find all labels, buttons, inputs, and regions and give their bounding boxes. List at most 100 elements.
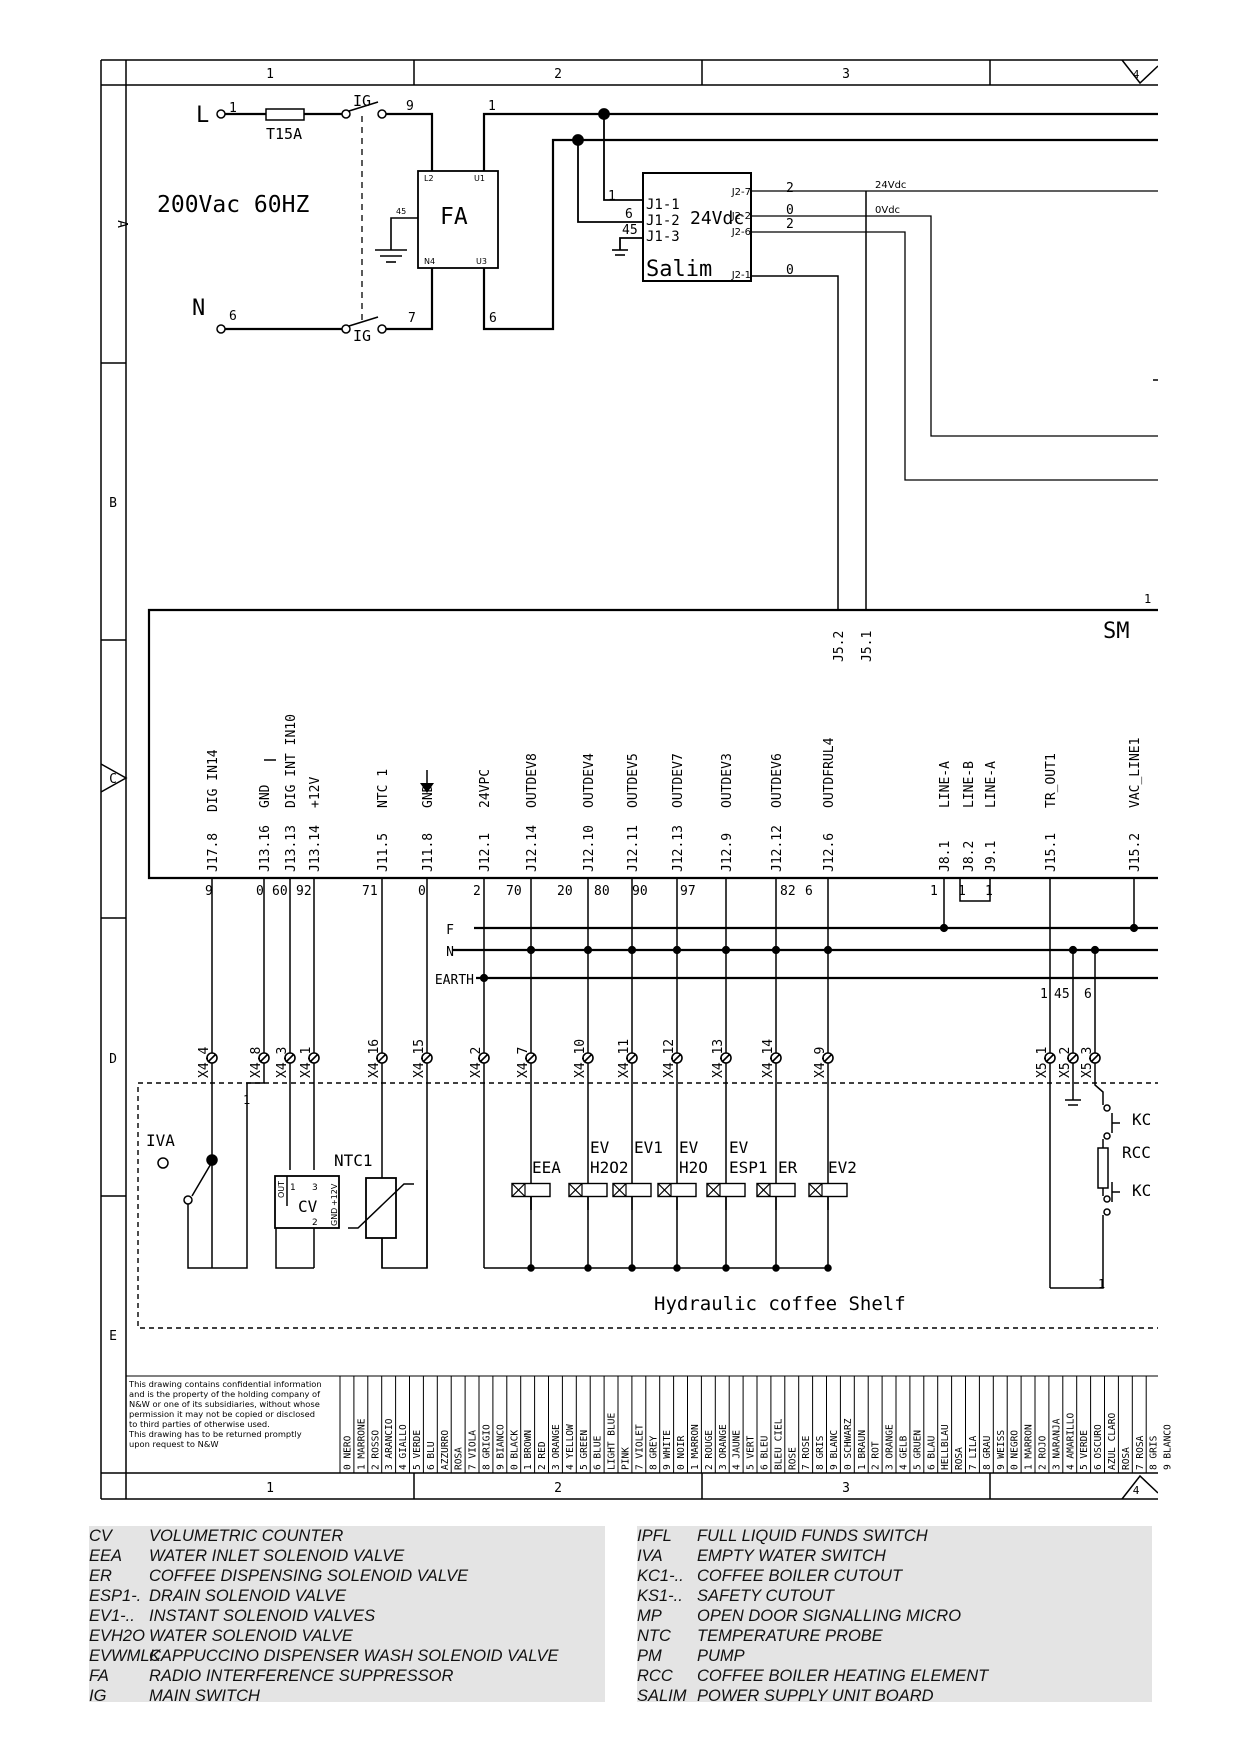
colour-table-cell: 5 GRUEN [912,1430,923,1470]
switch-pin-7: 7 [408,311,416,326]
confidential-line-2: and is the property of the holding compa… [129,1389,321,1399]
confidential-line-1: This drawing contains confidential infor… [128,1379,322,1389]
sm-connector-signal: OUTDEV4 [582,753,597,808]
legend-code: EV1-.. [89,1607,135,1625]
sm-connector-pin: J9.1 [984,841,999,872]
confidential-line-7: upon request to N&W [129,1439,219,1449]
legend-description: MAIN SWITCH [149,1687,260,1705]
bus-n-label: N [446,945,454,960]
sm-connector-pin: J8.2 [962,841,977,872]
sm-board [147,608,1158,880]
colour-table-cell: 6 BLAU [926,1435,937,1470]
legend-description: SAFETY CUTOUT [697,1587,834,1605]
sm-connector-wire: 2 [473,884,481,899]
colour-table-cell: 3 ORANGE [718,1424,729,1470]
legend-code: EVH2O [89,1627,145,1645]
salim-out-wire-1: 2 [786,181,794,196]
colour-table-cell: ROSA [454,1447,465,1470]
colour-table-cell: 6 OSCURO [1093,1424,1104,1470]
colour-table-cell: 5 GREEN [579,1430,590,1470]
sm-connector-pin: J12.1 [478,833,493,872]
colour-table-cell: 8 GRIS [815,1435,826,1470]
terminal-label: X4.10 [573,1039,588,1078]
sm-connector-signal: NTC 1 [376,769,391,808]
colour-table-cell: PINK [621,1447,632,1470]
colour-table-cell: ROSA [1121,1447,1132,1470]
ntc1-probe [348,1170,428,1269]
sm-name: SM [1103,619,1130,644]
ev1-label: EV1 [634,1138,663,1157]
terminal-label: X4.8 [249,1047,264,1078]
legend-row: KS1-..SAFETY CUTOUT [637,1586,1152,1606]
cv-pin-out: OUT [277,1181,286,1198]
frame-col-4-top: 4 [1133,68,1140,81]
sm-connector-wire: 1 [958,884,966,899]
neutral-label: N [192,296,205,321]
sm-connector-signal: OUTDEV5 [626,753,641,808]
fa-suppressor [375,112,1158,331]
colour-table-cell: 8 GRIS [1149,1435,1160,1470]
legend-description: TEMPERATURE PROBE [697,1627,883,1645]
ntc1-label: NTC1 [334,1151,373,1170]
colour-table-cell: 0 BLACK [509,1430,520,1470]
salim-voltage: 24Vdc [690,208,744,229]
terminal-label: X4.9 [813,1047,828,1078]
sm-connector-signal: OUTDEV7 [671,753,686,808]
sm-connector-pin: J8.1 [938,841,953,872]
shelf-title: Hydraulic coffee Shelf [654,1293,906,1315]
colour-table-cell: LIGHT BLUE [607,1413,618,1470]
frame-col-2-bottom: 2 [554,1481,562,1496]
salim-pin-j2-7: J2-7 [731,187,751,198]
sm-connector-signal: LINE-B [962,761,977,808]
ev2-label: EV2 [828,1158,857,1177]
switch-label-top: IG [353,92,371,110]
salim-pin-j1-3: J1-3 [646,229,680,245]
terminal-label: X4.4 [197,1047,212,1078]
ev-h2o-label-a: EV [679,1138,699,1157]
colour-table-cell: 0 NERO [343,1435,354,1470]
fa-pin-l2: L2 [424,174,434,183]
cv-pin-12v: +12V [330,1183,339,1206]
terminal-label: X4.15 [412,1039,427,1078]
salim-pin-j2-1: J2-1 [731,270,751,281]
fa-ground-wire: 45 [396,207,406,216]
colour-table-cell: 8 GREY [648,1435,659,1470]
out-label-0vdc: 0Vdc [875,205,900,216]
legend-description: FULL LIQUID FUNDS SWITCH [697,1527,928,1545]
terminal-label: X4.3 [275,1047,290,1078]
sm-connector-signal: DIG IN14 [206,749,221,812]
shelf-labels: Hydraulic coffee Shelf 1 1 IVA CV OUT 1 … [146,1093,1151,1315]
kc-label-top: KC [1132,1110,1151,1129]
terminal-label: X4.1 [299,1047,314,1078]
legend-description: DRAIN SOLENOID VALVE [149,1587,347,1605]
legend-description: WATER SOLENOID VALVE [149,1627,353,1645]
sm-connector-signal: TR_OUT1 [1044,753,1059,808]
legend-code: FA [89,1667,109,1685]
line-label: L [196,103,209,128]
sm-connector-signal: OUTDEV8 [525,753,540,808]
rcc-label: RCC [1122,1143,1151,1162]
legend-description: COFFEE BOILER CUTOUT [697,1567,903,1585]
legend-description: COFFEE DISPENSING SOLENOID VALVE [149,1567,469,1585]
mains-input [216,101,434,334]
legend-code: ER [89,1567,112,1585]
marker-1-right: 1 [1098,1277,1105,1291]
colour-table-cell: 8 GRIGIO [482,1424,493,1470]
colour-table-cell: 1 MARRON [1024,1424,1035,1470]
sm-connector-pin: J15.1 [1044,833,1059,872]
sm-connector-pin: J13.14 [308,825,323,872]
sm-connector-wire: 20 [557,884,573,899]
colour-table-cell: AZUL CLARO [1107,1413,1118,1470]
wire-6-label: 6 [489,311,497,326]
fa-pin-n4: N4 [424,257,435,266]
sm-connector-pin: J12.10 [582,825,597,872]
colour-table-cell: 9 BLANC [829,1430,840,1470]
